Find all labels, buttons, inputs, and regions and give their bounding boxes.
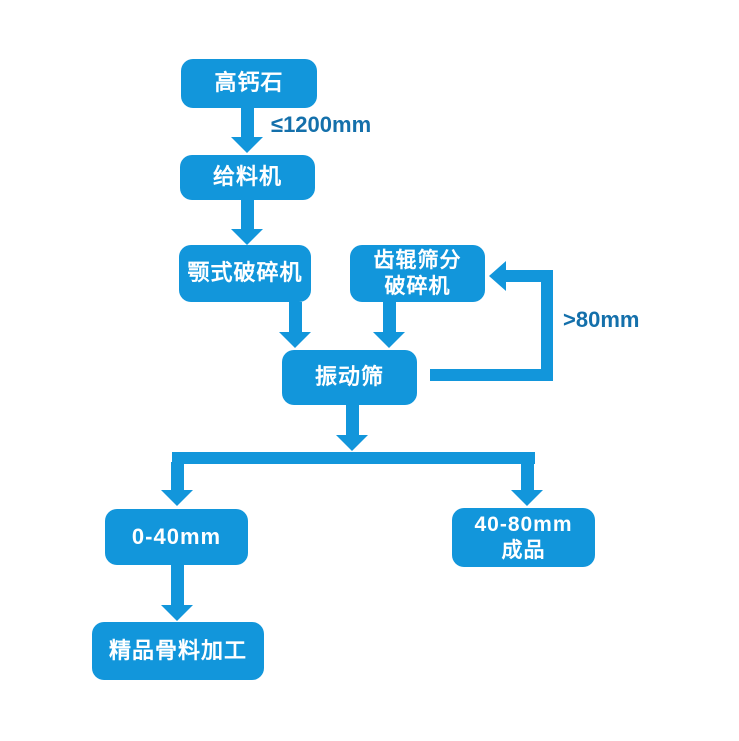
feedback-loop-bottom-segment — [430, 369, 553, 381]
arrow-split-to-0-40-shaft — [171, 462, 184, 491]
split-horizontal-bar — [172, 452, 535, 464]
arrowhead-down-icon — [336, 435, 368, 451]
node-label: 精品骨料加工 — [108, 637, 247, 663]
node-output-40-80mm-finished: 40-80mm 成品 — [452, 508, 595, 567]
arrowhead-down-icon — [231, 137, 263, 153]
arrow-roller-to-screen-shaft — [383, 302, 396, 333]
arrowhead-down-icon — [161, 605, 193, 621]
arrowhead-down-icon — [373, 332, 405, 348]
arrowhead-down-icon — [511, 490, 543, 506]
arrowhead-down-icon — [161, 490, 193, 506]
edge-label-oversize-return: >80mm — [563, 307, 640, 332]
node-high-calcium-stone: 高钙石 — [181, 59, 317, 108]
arrow-feeder-to-jaw-shaft — [241, 200, 254, 230]
node-label-line1: 齿辊筛分 — [373, 248, 462, 272]
node-label-line1: 40-80mm — [474, 512, 573, 536]
arrowhead-down-icon — [231, 229, 263, 245]
node-feeder: 给料机 — [180, 155, 315, 200]
arrow-screen-to-split-shaft — [346, 405, 359, 436]
node-roller-screen-crusher: 齿辊筛分 破碎机 — [350, 245, 485, 302]
arrow-jaw-to-screen-shaft — [289, 302, 302, 333]
arrow-split-to-40-80-shaft — [521, 462, 534, 491]
node-label: 颚式破碎机 — [187, 260, 303, 286]
arrowhead-left-icon — [489, 261, 506, 291]
arrow-stone-to-feeder-shaft — [241, 108, 254, 138]
feedback-loop-vertical-segment — [541, 270, 553, 381]
feedback-loop-top-segment — [506, 270, 553, 282]
node-label-line2: 成品 — [501, 538, 546, 562]
node-output-0-40mm: 0-40mm — [105, 509, 248, 565]
node-premium-aggregate-processing: 精品骨料加工 — [92, 622, 264, 680]
node-label: 给料机 — [212, 164, 282, 190]
edge-label-feed-size: ≤1200mm — [271, 112, 372, 137]
node-jaw-crusher: 颚式破碎机 — [179, 245, 311, 302]
node-label: 高钙石 — [214, 70, 284, 96]
node-label-line2: 破碎机 — [384, 274, 451, 298]
node-label: 0-40mm — [131, 523, 222, 549]
node-label: 振动筛 — [314, 364, 384, 390]
arrowhead-down-icon — [279, 332, 311, 348]
arrow-0-40-to-premium-shaft — [171, 565, 184, 606]
node-vibrating-screen: 振动筛 — [282, 350, 417, 405]
